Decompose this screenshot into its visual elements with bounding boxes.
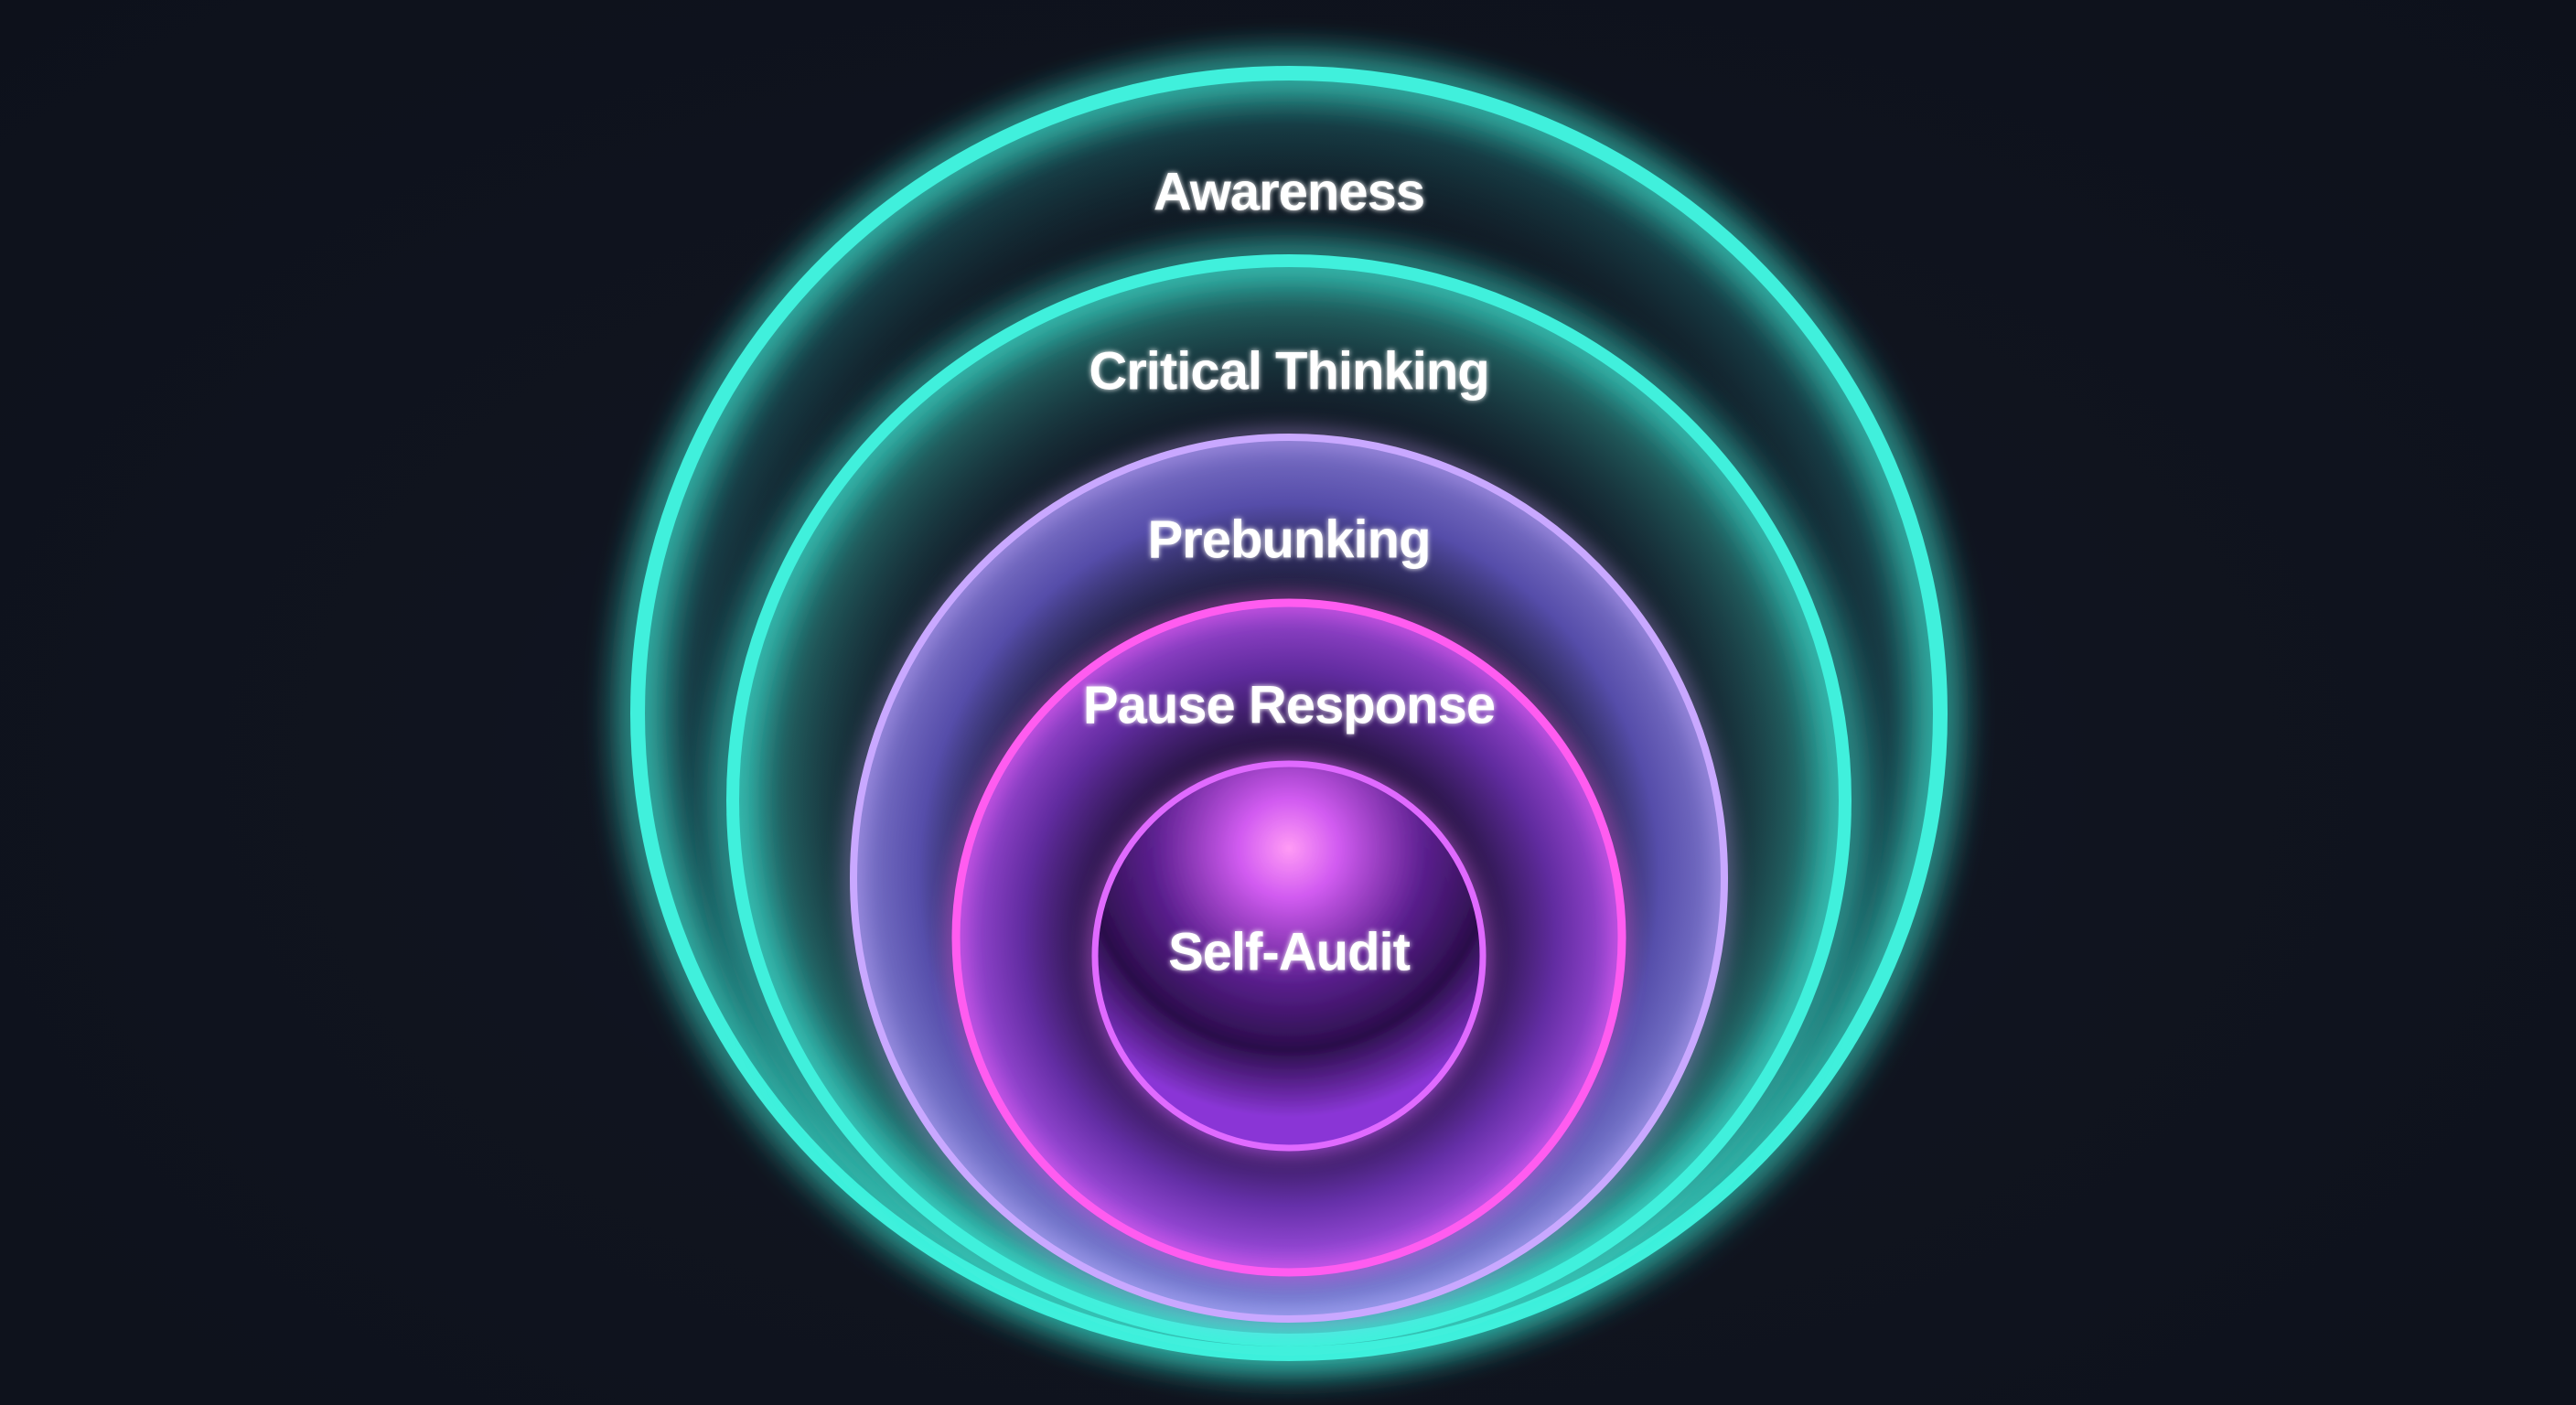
ring-pause-response: [951, 598, 1626, 1277]
label-critical-thinking: Critical Thinking: [1089, 341, 1488, 401]
label-awareness: Awareness: [1154, 162, 1424, 221]
ring-prebunking: [850, 434, 1728, 1323]
label-self-audit: Self-Audit: [1168, 922, 1411, 981]
ring-critical-thinking: [726, 254, 1852, 1346]
core-self-audit: [1091, 760, 1487, 1152]
ring-awareness: [630, 66, 1948, 1361]
label-prebunking: Prebunking: [1147, 509, 1430, 569]
label-pause-response: Pause Response: [1083, 675, 1495, 735]
